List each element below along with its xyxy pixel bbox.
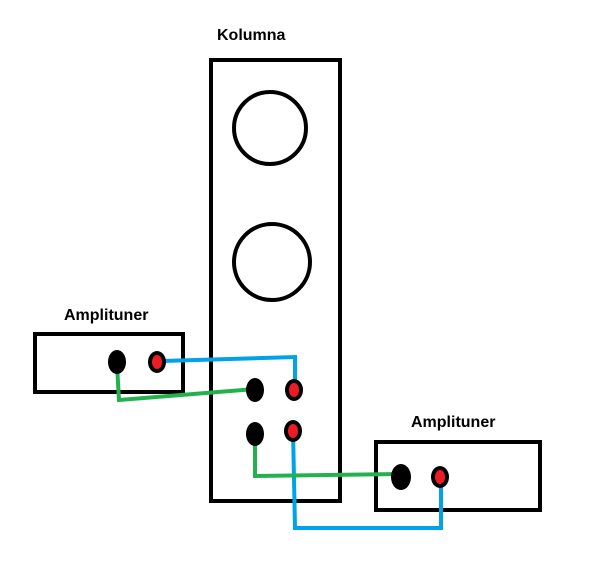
speaker-driver-top xyxy=(232,90,308,166)
wire-blue-right xyxy=(291,429,443,530)
speaker-label: Kolumna xyxy=(217,27,286,44)
speaker-cabinet xyxy=(209,58,342,503)
amplifier-left-box xyxy=(33,332,185,394)
amplifier-left-label: Amplituner xyxy=(64,307,148,324)
speaker-black-terminal-upper xyxy=(246,378,264,402)
amp-left-red-dot xyxy=(152,355,162,369)
speaker-black-terminal-lower xyxy=(246,422,264,446)
wire-green-left xyxy=(115,364,256,403)
speaker-red-dot-upper xyxy=(289,383,299,397)
wire-green-right xyxy=(253,435,402,479)
amp-right-black-terminal xyxy=(391,464,411,490)
amp-right-red-dot xyxy=(435,470,445,484)
speaker-driver-bottom xyxy=(232,222,312,302)
speaker-red-dot-lower xyxy=(288,424,298,438)
wire-blue-left xyxy=(161,354,297,389)
amplifier-right-label: Amplituner xyxy=(411,414,495,431)
amp-left-black-terminal xyxy=(108,350,126,374)
